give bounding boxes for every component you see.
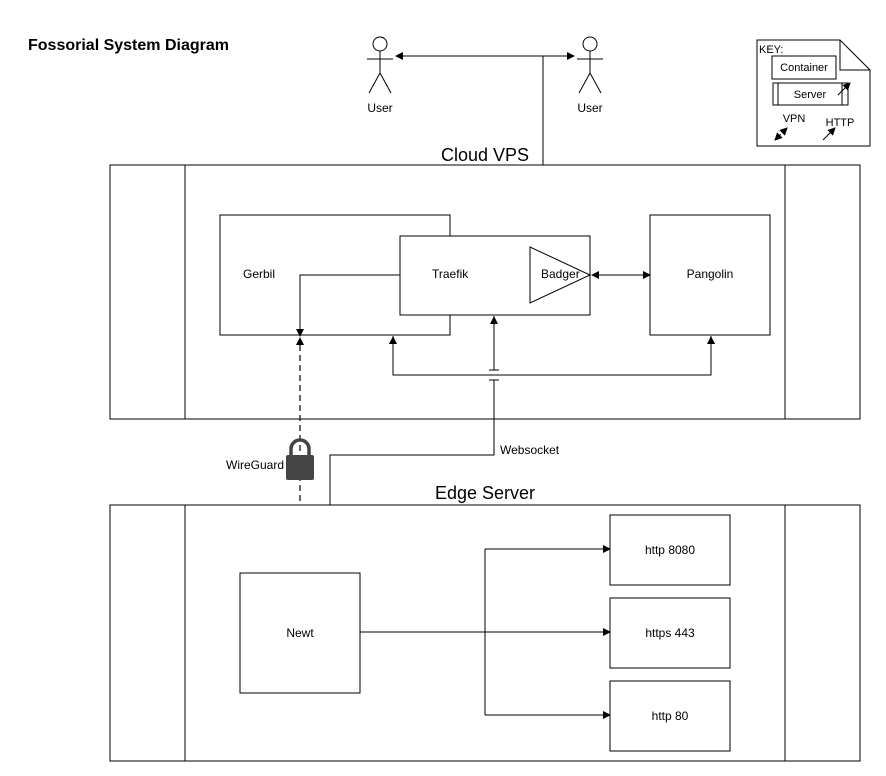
user-icon bbox=[367, 36, 393, 94]
legend: KEY: Container Server VPN HTTP bbox=[756, 39, 871, 147]
user-icon bbox=[577, 36, 603, 94]
badger-shape bbox=[529, 246, 592, 304]
lock-icon bbox=[286, 438, 314, 480]
legend-container-label: Container bbox=[780, 62, 828, 74]
legend-vpn-arrow bbox=[774, 127, 788, 141]
diagram-title: Fossorial System Diagram bbox=[28, 37, 229, 54]
cloud-vps-label: Cloud VPS bbox=[441, 145, 529, 165]
user-left-label: User bbox=[367, 101, 392, 115]
legend-server-box bbox=[772, 82, 849, 106]
legend-server-label: Server bbox=[794, 89, 827, 101]
pangolin-label: Pangolin bbox=[687, 267, 734, 281]
legend-container-box bbox=[771, 55, 837, 80]
websocket-distribution-line bbox=[392, 336, 712, 376]
service-https-443 bbox=[609, 597, 731, 669]
user-right-label: User bbox=[577, 101, 602, 115]
badger-label: Badger bbox=[541, 267, 580, 281]
gerbil-label: Gerbil bbox=[243, 267, 275, 281]
service-label: https 443 bbox=[645, 626, 695, 640]
user-right: User bbox=[577, 36, 603, 115]
service-label: http 80 bbox=[652, 709, 689, 723]
legend-http-arrow bbox=[822, 127, 836, 141]
traefik-label: Traefik bbox=[432, 267, 469, 281]
service-label: http 8080 bbox=[645, 543, 695, 557]
traefik-gerbil-arrow bbox=[296, 274, 400, 337]
service-http-80 bbox=[609, 680, 731, 752]
legend-vpn-label: VPN bbox=[783, 113, 806, 125]
legend-http-label: HTTP bbox=[826, 117, 855, 129]
edge-server-label: Edge Server bbox=[435, 483, 535, 503]
websocket-label: Websocket bbox=[500, 443, 560, 457]
user-left: User bbox=[367, 36, 393, 115]
service-http-8080 bbox=[609, 514, 731, 586]
legend-title: KEY: bbox=[759, 44, 783, 56]
pangolin-container bbox=[649, 214, 771, 336]
newt-container bbox=[239, 572, 361, 694]
newt-label: Newt bbox=[286, 626, 314, 640]
wireguard-label: WireGuard bbox=[226, 458, 284, 472]
